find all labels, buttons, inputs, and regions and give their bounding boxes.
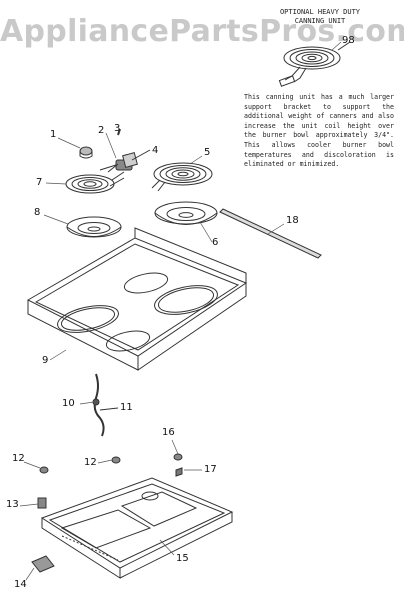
callout-6: 6 xyxy=(212,237,219,248)
surface-unit-large xyxy=(152,163,212,191)
callout-98: 98 xyxy=(342,35,355,46)
callout-1: 1 xyxy=(50,129,57,140)
wire-harness xyxy=(93,374,118,436)
optional-unit-title-line1: OPTIONAL HEAVY DUTY xyxy=(279,8,361,16)
callout-3: 3 xyxy=(114,123,121,134)
callout-4: 4 xyxy=(152,145,159,156)
drip-bowl-large xyxy=(155,202,217,225)
callout-8: 8 xyxy=(34,207,41,218)
optional-unit-title: OPTIONAL HEAVY DUTY CANNING UNIT xyxy=(262,8,378,26)
callout-15: 15 xyxy=(176,553,189,564)
callout-12-left: 12 xyxy=(12,453,25,464)
callout-11: 11 xyxy=(120,402,133,413)
canning-unit-element xyxy=(279,42,350,86)
callout-18: 18 xyxy=(286,215,299,226)
callout-2: 2 xyxy=(98,125,105,136)
callout-12-right: 12 xyxy=(84,457,97,468)
canning-unit-note: This canning unit has a much larger supp… xyxy=(244,93,394,169)
callout-10: 10 xyxy=(62,398,75,409)
screws xyxy=(38,454,182,508)
drip-bowl-small xyxy=(67,217,121,237)
main-top xyxy=(28,228,246,370)
mounting-bracket xyxy=(32,556,54,572)
callout-7: 7 xyxy=(36,177,43,188)
callout-14: 14 xyxy=(14,579,27,590)
callout-5: 5 xyxy=(204,147,211,158)
optional-unit-title-line2: CANNING UNIT xyxy=(294,17,346,25)
leader-lines xyxy=(20,42,341,580)
callout-16: 16 xyxy=(162,427,175,438)
callout-9: 9 xyxy=(42,355,49,366)
callout-13: 13 xyxy=(6,499,19,510)
trim-strip xyxy=(220,209,321,258)
callout-17: 17 xyxy=(204,464,217,475)
watermark: AppliancePartsPros.com xyxy=(0,14,404,49)
bottom-pan xyxy=(42,478,232,578)
terminal-block-assembly xyxy=(80,129,150,172)
surface-unit-small xyxy=(66,172,124,193)
